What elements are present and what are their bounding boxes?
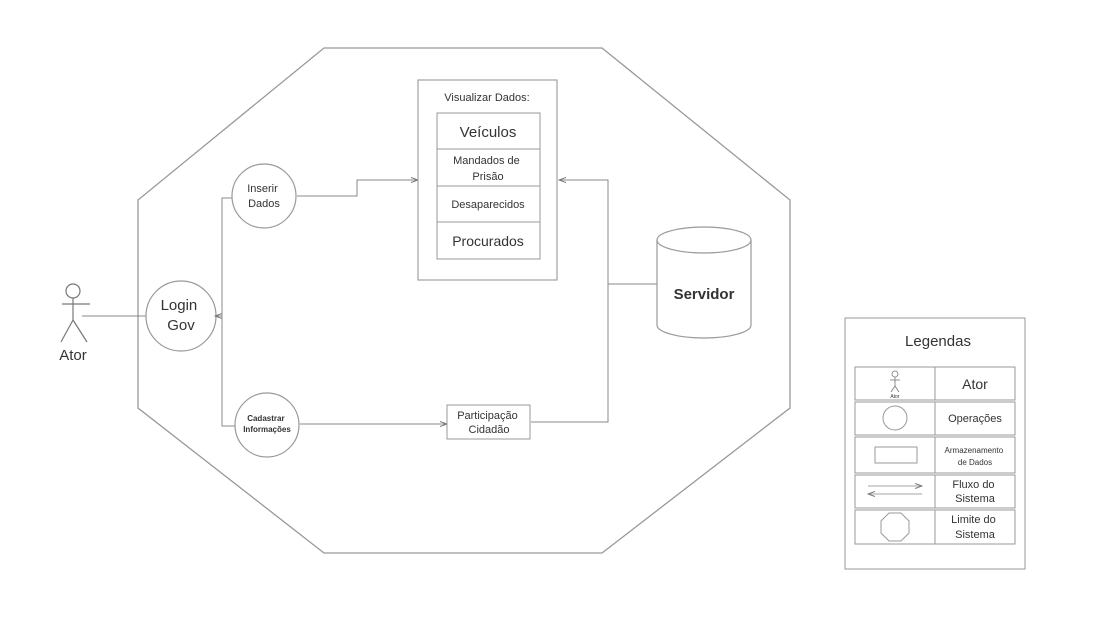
system-boundary-octagon (137, 47, 791, 554)
storage-veiculos[interactable] (436, 112, 541, 150)
legend-circle-icon (882, 405, 908, 431)
flow-servidor-visualizar (559, 180, 609, 284)
operation-login-gov[interactable] (145, 280, 217, 352)
flow-login-cadastrar (221, 316, 235, 427)
inserir-dados-label: Inserir Dados (247, 183, 281, 210)
legend-octagon-icon (880, 512, 910, 542)
legend-panel: Legendas Ator Ator Operações Armazenamen… (844, 317, 1026, 570)
cadastrar-informacoes-label: Cadastrar Informações (243, 414, 291, 434)
mandados-de-prisao-label: Mandados de Prisão (453, 155, 523, 183)
login-gov-label: Login Gov (161, 297, 202, 334)
participacao-cidadao-label: Participação Cidadão (457, 410, 521, 436)
visualizar-dados-title: Visualizar Dados: (444, 92, 529, 104)
procurados-label: Procurados (452, 233, 524, 249)
veiculos-label: Veículos (460, 124, 517, 141)
flow-inserir-visualizar (297, 180, 418, 197)
actor-figure (60, 283, 90, 343)
storage-procurados[interactable] (436, 221, 541, 260)
storage-participacao-cidadao[interactable] (446, 404, 531, 440)
actor-label: Ator (59, 347, 87, 364)
legend-row-flow-label: Fluxo do Sistema (952, 479, 997, 505)
legend-actor-small-label: Ator (890, 394, 900, 400)
legend-row-operations-label: Operações (948, 413, 1002, 425)
operation-cadastrar-informacoes[interactable] (234, 392, 300, 458)
legend-row-boundary-label: Limite do Sistema (951, 514, 999, 541)
legend-actor-icon (890, 370, 900, 393)
legend-title: Legendas (905, 333, 971, 350)
legend-rectangle-icon (874, 446, 918, 464)
storage-desaparecidos[interactable] (436, 185, 541, 223)
flow-participacao-servidor (531, 284, 609, 423)
legend-row-storage-label: Armazenamento de Dados (945, 446, 1006, 467)
legend-arrows-icon (868, 486, 922, 494)
servidor-cylinder[interactable] (656, 226, 752, 339)
operation-inserir-dados[interactable] (231, 163, 297, 229)
storage-mandados-de-prisao[interactable] (436, 148, 541, 187)
legend-row-actor-label: Ator (962, 376, 988, 392)
servidor-label: Servidor (674, 286, 735, 303)
desaparecidos-label: Desaparecidos (451, 199, 525, 211)
